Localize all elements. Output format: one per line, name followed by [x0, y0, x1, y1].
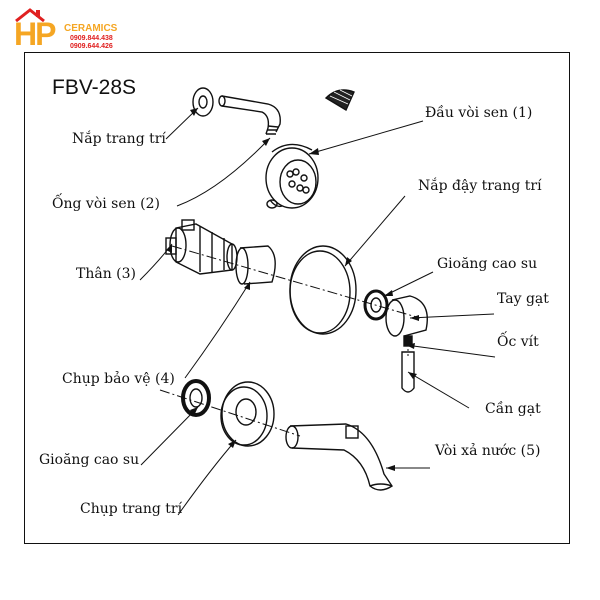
brand-logo: HP CERAMICS 0909.844.438 0909.644.426	[6, 4, 146, 52]
label-can-gat: Cần gạt	[485, 401, 541, 417]
spout-axis-line	[159, 389, 301, 437]
shower-head-part	[265, 143, 319, 209]
protective-cap-part	[235, 245, 276, 285]
shower-cap-part	[324, 89, 355, 112]
logo-phone-2: 0909.644.426	[70, 43, 113, 50]
logo-phone-1: 0909.844.438	[70, 35, 113, 42]
label-nap-day-trang-tri: Nắp đậy trang trí	[418, 178, 542, 194]
model-title: FBV-28S	[52, 76, 137, 99]
logo-mark: HP	[14, 16, 56, 52]
shower-flange-part	[192, 87, 214, 117]
label-gioang-cao-su-right: Gioăng cao su	[437, 256, 538, 272]
label-chup-bao-ve: Chụp bảo vệ (4)	[62, 371, 175, 387]
label-chup-trang-tri: Chụp trang trí	[80, 501, 183, 517]
valve-axis-line	[171, 245, 421, 319]
diagram-frame	[24, 52, 570, 544]
label-nap-trang-tri: Nắp trang trí	[72, 131, 166, 147]
label-than: Thân (3)	[76, 266, 136, 282]
logo-brand-text: CERAMICS	[64, 23, 118, 34]
label-gioang-cao-su-left: Gioăng cao su	[39, 452, 140, 468]
label-tay-gat: Tay gạt	[497, 291, 549, 307]
gasket-right-part	[363, 289, 389, 321]
label-dau-voi-sen: Đầu vòi sen (1)	[425, 105, 533, 121]
tub-spout-part	[285, 423, 393, 491]
decorative-cap-part	[220, 381, 275, 447]
valve-body-part	[165, 219, 238, 275]
label-oc-vit: Ốc vít	[497, 334, 539, 350]
handle-part	[385, 295, 428, 337]
shower-arm-part	[218, 95, 281, 135]
cover-plate-part	[289, 245, 357, 335]
label-voi-xa-nuoc: Vòi xả nước (5)	[435, 443, 541, 459]
label-ong-voi-sen: Ống vòi sen (2)	[52, 196, 160, 212]
house-roof-icon	[15, 8, 45, 22]
